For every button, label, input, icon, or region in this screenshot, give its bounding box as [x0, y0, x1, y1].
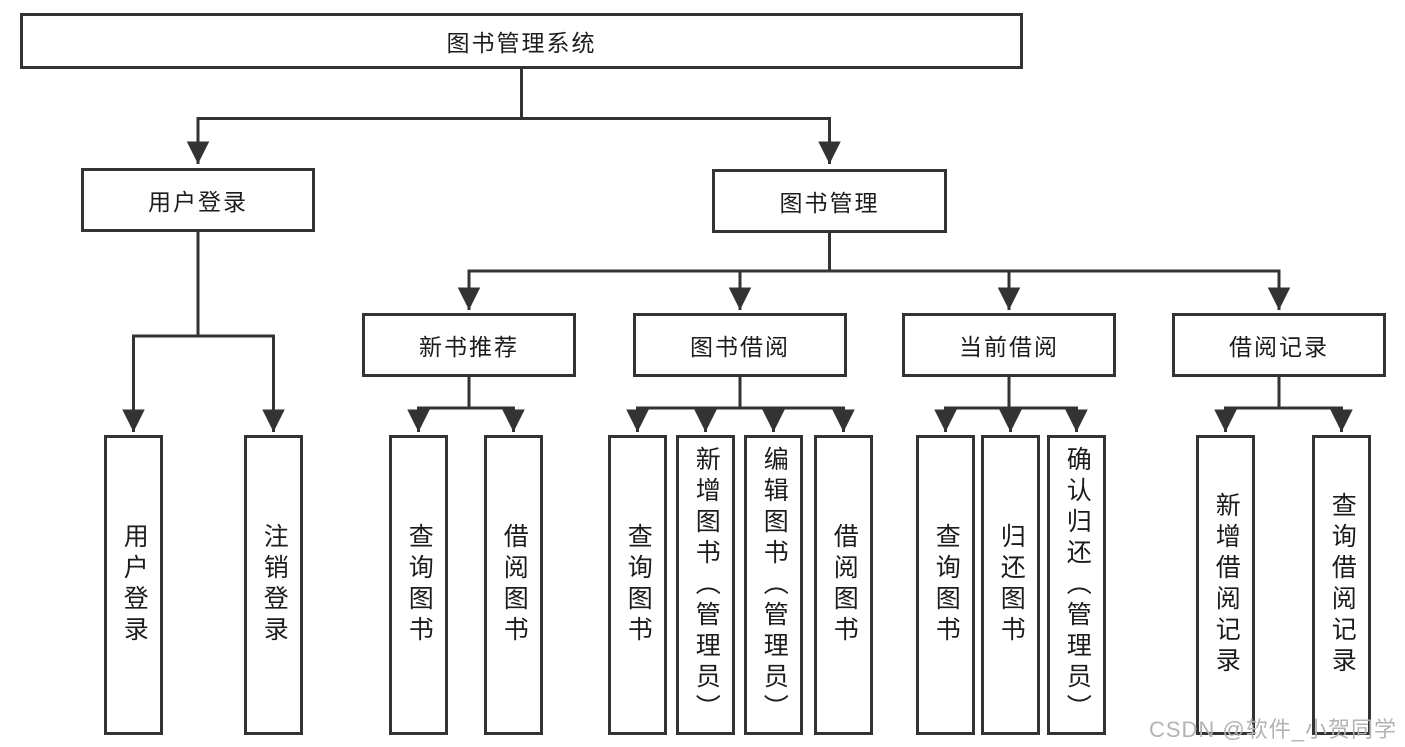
leaf-user-login-label: 用户登录: [120, 523, 149, 647]
node-book-management-label: 图书管理: [779, 190, 880, 216]
leaf-newbooks-query-books-label: 查询图书: [405, 523, 434, 647]
leaf-borrowing-edit-books-admin-label: 编辑图书（管理员）: [760, 445, 789, 725]
leaf-current-confirm-return-admin: 确认归还（管理员）: [1047, 435, 1106, 735]
leaf-borrowing-borrow-books-label: 借阅图书: [830, 523, 859, 647]
leaf-current-return-books-label: 归还图书: [997, 523, 1026, 647]
leaf-newbooks-query-books: 查询图书: [389, 435, 448, 735]
node-current-borrowing: 当前借阅: [902, 313, 1116, 377]
node-borrowing-records-label: 借阅记录: [1229, 334, 1329, 360]
node-borrowing-records: 借阅记录: [1172, 313, 1386, 377]
leaf-newbooks-borrow-books-label: 借阅图书: [500, 523, 529, 647]
node-book-borrowing: 图书借阅: [633, 313, 847, 377]
node-book-management: 图书管理: [712, 169, 947, 233]
leaf-borrowing-add-books-admin-label: 新增图书（管理员）: [692, 445, 721, 725]
node-root: 图书管理系统: [20, 13, 1023, 69]
leaf-logout: 注销登录: [244, 435, 303, 735]
node-current-borrowing-label: 当前借阅: [959, 334, 1059, 360]
node-root-label: 图书管理系统: [446, 30, 597, 56]
leaf-borrowing-query-books: 查询图书: [608, 435, 667, 735]
node-user-login-label: 用户登录: [148, 189, 248, 215]
watermark: CSDN @软件_小贺同学: [1148, 717, 1397, 742]
leaf-borrowing-query-books-label: 查询图书: [624, 523, 653, 647]
leaf-logout-label: 注销登录: [260, 523, 289, 647]
node-new-book-recommend: 新书推荐: [362, 313, 576, 377]
leaf-current-query-books: 查询图书: [916, 435, 975, 735]
leaf-records-add-record-label: 新增借阅记录: [1212, 492, 1241, 678]
leaf-borrowing-edit-books-admin: 编辑图书（管理员）: [744, 435, 803, 735]
leaf-current-query-books-label: 查询图书: [932, 523, 961, 647]
leaf-records-add-record: 新增借阅记录: [1196, 435, 1255, 735]
leaf-records-query-record: 查询借阅记录: [1312, 435, 1371, 735]
node-book-borrowing-label: 图书借阅: [690, 334, 790, 360]
node-new-book-recommend-label: 新书推荐: [419, 334, 519, 360]
leaf-borrowing-borrow-books: 借阅图书: [814, 435, 873, 735]
leaf-current-return-books: 归还图书: [981, 435, 1040, 735]
leaf-current-confirm-return-admin-label: 确认归还（管理员）: [1063, 445, 1092, 725]
leaf-newbooks-borrow-books: 借阅图书: [484, 435, 543, 735]
leaf-records-query-record-label: 查询借阅记录: [1328, 492, 1357, 678]
leaf-user-login: 用户登录: [104, 435, 163, 735]
node-user-login: 用户登录: [81, 168, 315, 232]
leaf-borrowing-add-books-admin: 新增图书（管理员）: [676, 435, 735, 735]
